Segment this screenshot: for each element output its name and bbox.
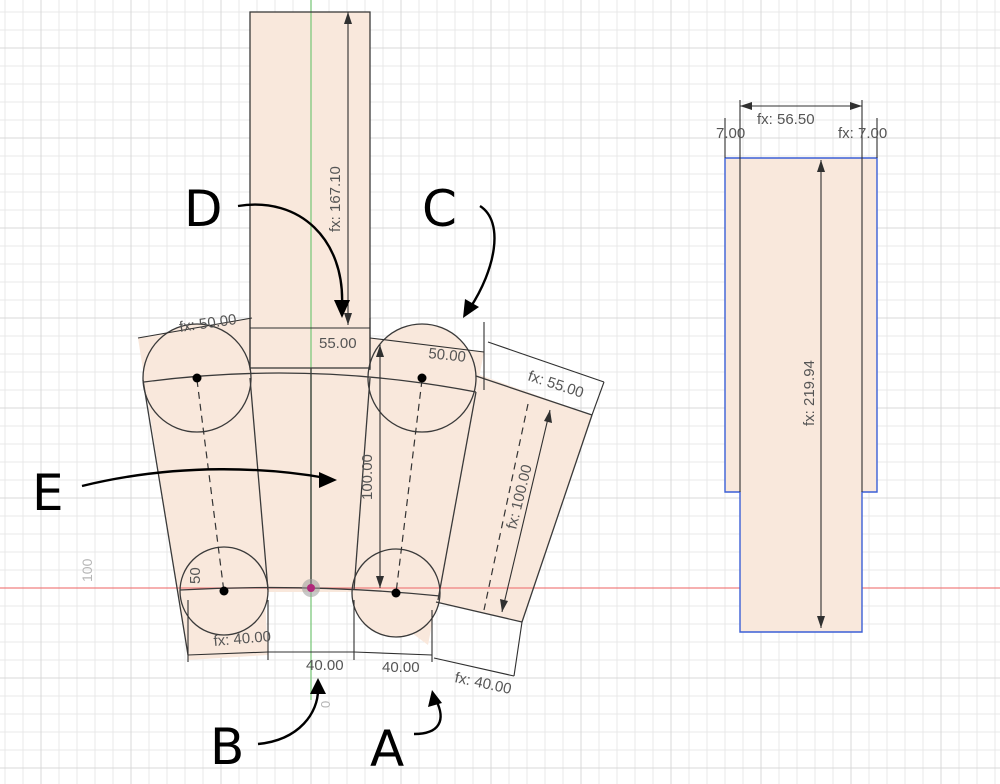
callout-b: B	[210, 718, 244, 776]
right-bottom-center-point[interactable]	[391, 588, 401, 598]
origin-label: 0	[318, 701, 333, 708]
right-top-circle[interactable]	[367, 323, 477, 433]
dim-part2-left-offset[interactable]: 7.00	[716, 125, 745, 142]
left-link-outer-edge[interactable]	[142, 379, 189, 656]
origin-point[interactable]	[307, 584, 315, 592]
right-link-bottom-edge[interactable]	[435, 601, 523, 623]
sketch-edges	[142, 11, 593, 656]
left-top-center-point[interactable]	[192, 373, 202, 383]
top-arc[interactable]	[143, 372, 477, 393]
right-link-right-edge[interactable]	[521, 414, 593, 623]
part2-flange-right-fill	[862, 158, 877, 492]
callout-b-arrow	[257, 689, 320, 746]
dim-top-width[interactable]: 55.00	[319, 335, 357, 352]
right-top-center-point[interactable]	[417, 373, 427, 383]
right-link-top-edge[interactable]	[475, 375, 593, 416]
callout-d: D	[184, 180, 223, 238]
dim-bottom-center[interactable]: 40.00	[306, 657, 344, 674]
left-bottom-circle[interactable]	[179, 546, 269, 636]
center-link-body[interactable]	[250, 368, 370, 590]
callout-e-arrow	[81, 468, 327, 488]
mid-link-right-edge[interactable]	[437, 391, 477, 601]
callout-a-arrow	[413, 699, 442, 736]
axis-value-label: 100	[79, 558, 95, 582]
left-top-circle[interactable]	[142, 323, 252, 433]
part-2	[724, 100, 878, 633]
dimension-lines	[137, 12, 605, 677]
right-link-body[interactable]	[435, 375, 592, 622]
dim-left-bottom[interactable]: fx: 40.00	[213, 628, 272, 650]
callout-labels: D C E B A	[32, 180, 457, 778]
dim-part2-width[interactable]: fx: 56.50	[757, 111, 815, 128]
callout-d-arrow	[237, 203, 344, 307]
dim-left-small-circle[interactable]: 50	[187, 567, 204, 584]
right-bottom-circle[interactable]	[351, 548, 441, 638]
dim-part2-height[interactable]: fx: 219.94	[801, 360, 818, 426]
dim-part2-right-offset[interactable]: fx: 7.00	[838, 125, 887, 142]
callout-arrows	[81, 203, 496, 746]
mid-link-left-edge[interactable]	[353, 377, 371, 591]
dim-bottom-right[interactable]: 40.00	[382, 659, 420, 676]
part2-selection-outline[interactable]	[724, 157, 878, 633]
callout-c: C	[422, 180, 457, 238]
callout-a: A	[370, 720, 404, 778]
callout-e: E	[32, 464, 64, 522]
dim-stem-height[interactable]: fx: 167.10	[327, 166, 344, 232]
left-link-inner-edge[interactable]	[249, 377, 269, 591]
part2-flange-left-fill	[725, 158, 740, 492]
dim-right-circle[interactable]: 50.00	[428, 345, 467, 366]
callout-c-arrow	[468, 204, 496, 309]
dim-center-height[interactable]: 100.00	[359, 454, 376, 500]
left-bottom-center-point[interactable]	[219, 586, 229, 596]
part2-body-fill[interactable]	[740, 158, 862, 632]
stem-outline[interactable]	[249, 11, 371, 369]
